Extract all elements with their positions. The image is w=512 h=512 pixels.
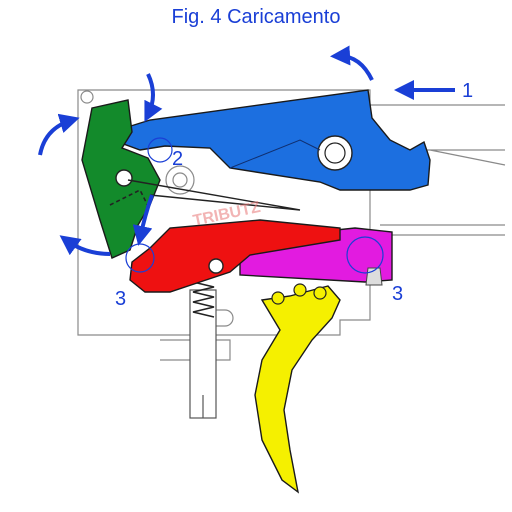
lever-down-arrow xyxy=(144,73,163,123)
hammer-spring xyxy=(127,179,301,211)
callout-3-right: 3 xyxy=(392,283,403,305)
sear-rotation-arrow xyxy=(59,235,111,256)
callout-1: 1 xyxy=(462,80,473,102)
figure-title: Fig. 4 Caricamento xyxy=(171,6,341,28)
contact-circle-tail xyxy=(346,236,384,274)
sear-down-arrow xyxy=(132,194,154,246)
callout-3-left: 3 xyxy=(115,288,126,310)
movement-arrows xyxy=(38,45,455,256)
sear xyxy=(129,219,393,293)
lever-rotation-arrow xyxy=(38,113,80,156)
hammer xyxy=(117,89,431,191)
hammer-rotation-arrow xyxy=(330,45,374,81)
callout-2: 2 xyxy=(172,148,183,170)
sear-spring xyxy=(192,281,215,318)
trigger xyxy=(254,283,341,494)
contact-circle-hammer xyxy=(147,137,173,163)
